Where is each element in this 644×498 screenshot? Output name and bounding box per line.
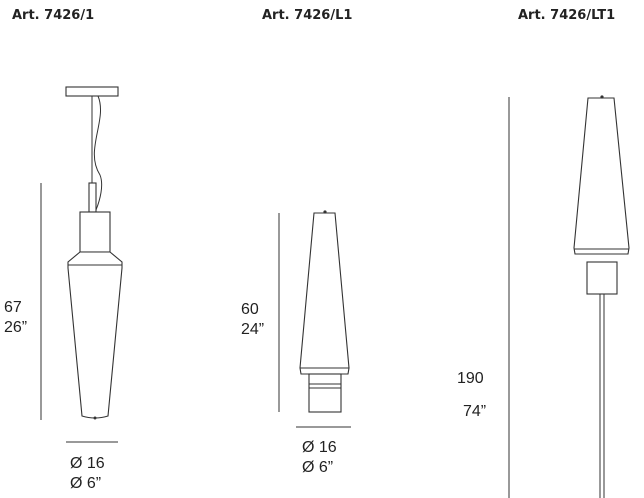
- pendant-diameter-in: Ø 6”: [70, 475, 102, 492]
- pendant-height-in: 26”: [4, 319, 28, 336]
- table-height-in: 24”: [241, 321, 265, 338]
- table-height-cm: 60: [241, 301, 259, 318]
- floor-height-cm: 190: [457, 370, 484, 387]
- table-lamp-drawing: [278, 210, 351, 428]
- title-table: Art. 7426/L1: [262, 8, 353, 23]
- table-diameter-cm: Ø 16: [302, 439, 337, 456]
- title-floor: Art. 7426/LT1: [518, 8, 616, 23]
- floor-height-in: 74”: [463, 403, 487, 420]
- pendant-lamp-drawing: [40, 86, 123, 443]
- pendant-height-cm: 67: [4, 299, 22, 316]
- floor-lamp-drawing: [508, 95, 630, 498]
- title-pendant: Art. 7426/1: [12, 8, 95, 23]
- table-diameter-in: Ø 6”: [302, 459, 334, 476]
- pendant-diameter-cm: Ø 16: [70, 455, 105, 472]
